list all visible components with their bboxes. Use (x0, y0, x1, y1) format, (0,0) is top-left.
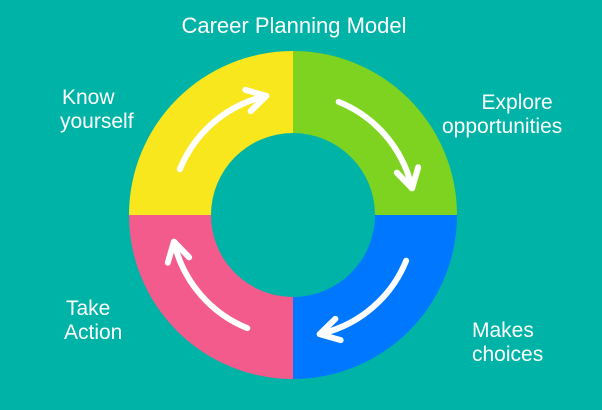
label-line: Know (62, 86, 115, 109)
arrow-icon (335, 98, 422, 192)
segment-explore-opportunities (293, 51, 457, 215)
label-line: Take (66, 297, 111, 320)
label-makes-choices: Makes choices (472, 319, 543, 367)
arrow-icon (316, 257, 410, 344)
arrow-icon (176, 86, 270, 173)
segment-take-action (129, 215, 293, 379)
label-take-action: Take Action (64, 297, 122, 345)
arrow-icon (164, 238, 251, 332)
label-line: choices (472, 343, 544, 366)
label-line: Explore (481, 91, 553, 114)
label-line: Makes (472, 319, 534, 342)
label-line: yourself (60, 110, 134, 133)
segment-know-yourself (129, 51, 293, 215)
label-line: opportunities (442, 115, 563, 138)
segment-makes-choices (293, 215, 457, 379)
diagram-title: Career Planning Model (181, 13, 407, 38)
label-explore-opportunities: Explore opportunities (442, 91, 562, 139)
label-line: Action (64, 321, 123, 344)
label-know-yourself: Know yourself (60, 86, 134, 134)
